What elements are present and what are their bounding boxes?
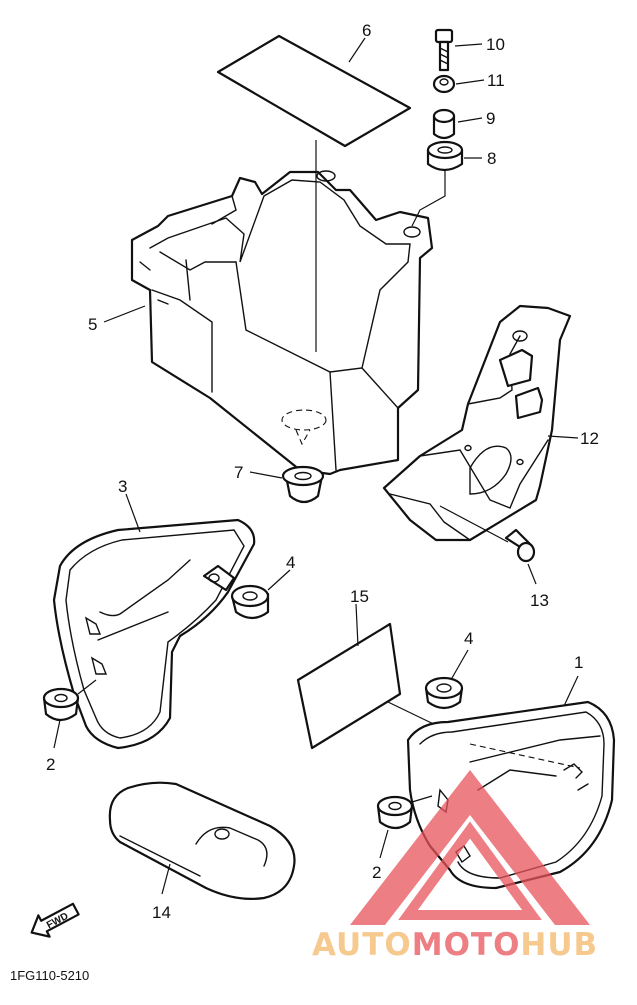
callout-12: 12 xyxy=(580,429,599,448)
part-14-cover-pad xyxy=(108,781,296,900)
callout-7: 7 xyxy=(234,463,243,482)
callout-9: 9 xyxy=(486,109,495,128)
callout-14: 14 xyxy=(152,903,171,922)
callout-5: 5 xyxy=(88,315,97,334)
part-9-collar xyxy=(432,108,483,140)
callout-15: 15 xyxy=(350,587,369,606)
part-4-grommet-left xyxy=(230,569,291,620)
part-13-screw xyxy=(439,505,537,585)
callout-2-left: 2 xyxy=(46,755,55,774)
fwd-arrow-icon: FWD xyxy=(30,902,80,938)
callout-4-left: 4 xyxy=(286,553,295,572)
callout-6: 6 xyxy=(362,21,371,40)
part-11-washer xyxy=(432,74,485,94)
part-3-left-side-cover xyxy=(52,493,256,750)
part-8-grommet xyxy=(426,140,482,172)
watermark-hub: HUB xyxy=(520,927,598,963)
part-4-grommet-right xyxy=(424,649,469,710)
part-15-label-sheet xyxy=(296,603,447,750)
callout-4-right: 4 xyxy=(464,629,473,648)
part-2-grommet-right xyxy=(376,795,433,859)
callout-8: 8 xyxy=(487,149,496,168)
svg-text:AUTOMOTOHUB: AUTOMOTOHUB xyxy=(312,927,598,963)
watermark-moto: MOTO xyxy=(412,927,521,963)
part-12-bracket xyxy=(382,304,579,542)
callout-11: 11 xyxy=(487,71,505,90)
callout-3: 3 xyxy=(118,477,127,496)
part-6-battery-pad xyxy=(216,34,412,148)
part-10-bolt xyxy=(434,28,483,72)
callout-13: 13 xyxy=(530,591,549,610)
part-5-battery-box xyxy=(103,140,446,476)
part-7-grommet xyxy=(249,465,325,504)
callout-1: 1 xyxy=(574,653,583,672)
callout-10: 10 xyxy=(486,35,505,54)
part-2-grommet-left xyxy=(42,679,97,749)
watermark-triangle xyxy=(350,770,590,925)
watermark-auto: AUTO xyxy=(312,927,412,963)
diagram-code: 1FG110-5210 xyxy=(10,968,89,983)
fwd-label: FWD xyxy=(45,911,70,931)
callout-2-right: 2 xyxy=(372,863,381,882)
automotohub-watermark: AUTOMOTOHUB xyxy=(312,770,598,963)
